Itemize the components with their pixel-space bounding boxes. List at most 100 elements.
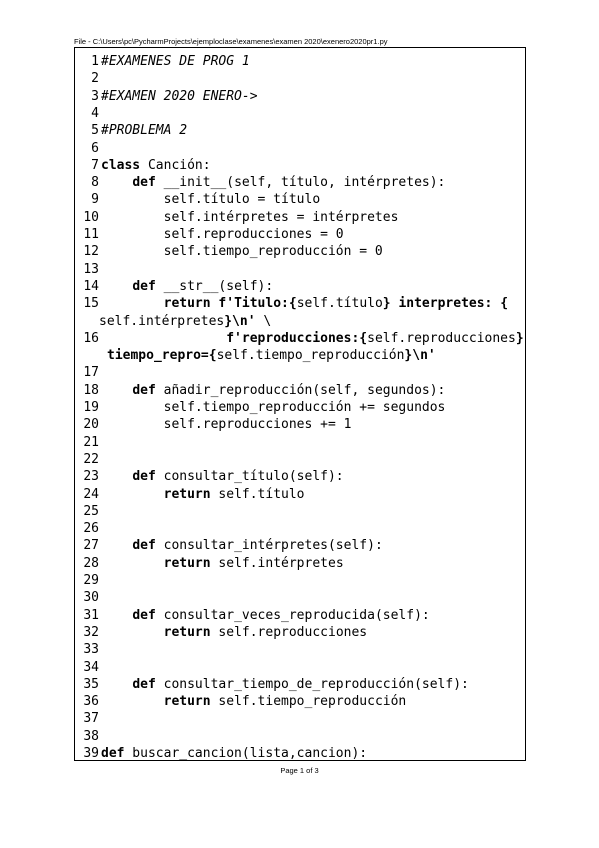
code-line: 1#EXAMENES DE PROG 1 (75, 53, 527, 70)
code-token (101, 677, 132, 692)
code-line: 10 self.intérpretes = intérpretes (75, 209, 527, 226)
code-text: def consultar_veces_reproducida(self): (101, 607, 430, 624)
code-token: self.título (210, 486, 305, 502)
code-token (101, 175, 132, 190)
line-number: 32 (83, 624, 99, 640)
keyword-token: class (101, 157, 141, 173)
line-number: 8 (91, 175, 99, 191)
code-line: 31 def consultar_veces_reproducida(self)… (75, 607, 527, 624)
comment-token: #EXAMEN 2020 ENERO-> (101, 88, 258, 104)
code-token: self.tiempo_reproducción (216, 348, 405, 364)
code-text: self.título = título (101, 191, 321, 208)
code-token: self.título (296, 296, 383, 312)
keyword-token: return (163, 555, 211, 571)
keyword-token: return (163, 624, 211, 640)
code-token: self.tiempo_reproducción = 0 (101, 244, 383, 260)
comment-token: #EXAMENES DE PROG 1 (101, 54, 250, 69)
code-token (101, 608, 132, 623)
code-token: Canción: (140, 157, 211, 173)
code-line: 29 (75, 572, 527, 589)
code-line: 2 (75, 70, 527, 87)
code-token: consultar_veces_reproducida(self): (155, 607, 430, 623)
line-number: 24 (83, 486, 99, 502)
file-path-header: File - C:\Users\pc\PycharmProjects\ejemp… (74, 37, 388, 46)
line-number: 13 (83, 261, 99, 277)
code-line: 26 (75, 520, 527, 537)
code-text: self.reproducciones += 1 (101, 416, 352, 433)
keyword-token: def (101, 746, 125, 761)
code-line: 13 (75, 261, 527, 278)
code-line: 8 def __init__(self, título, intérpretes… (75, 174, 527, 191)
code-text: return self.tiempo_reproducción (101, 693, 407, 710)
code-text: return self.título (101, 486, 305, 503)
code-line: 28 return self.intérpretes (75, 555, 527, 572)
page-footer: Page 1 of 3 (280, 766, 319, 775)
code-line: 37 (75, 710, 527, 727)
line-number: 3 (91, 88, 99, 104)
code-token: self.reproducciones (367, 330, 516, 346)
line-number: 12 (83, 244, 99, 260)
keyword-token: } (515, 330, 524, 346)
code-line: 36 return self.tiempo_reproducción (75, 693, 527, 710)
line-number: 2 (91, 71, 99, 87)
code-line: self.intérpretes}\n' \ (75, 313, 527, 330)
code-line: 27 def consultar_intérpretes(self): (75, 537, 527, 554)
code-line: 4 (75, 105, 527, 122)
keyword-token: } interpretes: { (382, 296, 509, 312)
line-number: 29 (83, 573, 99, 588)
line-number: 4 (91, 105, 99, 121)
keyword-token: def (132, 382, 156, 398)
code-text: return f'Titulo:{self.título} interprete… (101, 295, 508, 312)
keyword-token: return (163, 694, 211, 710)
line-number: 38 (83, 728, 99, 744)
line-number: 34 (83, 659, 99, 675)
line-number: 15 (83, 296, 99, 312)
line-number: 7 (91, 157, 99, 173)
line-number: 11 (83, 227, 99, 242)
keyword-token: def (132, 676, 156, 692)
code-text: self.intérpretes}\n' \ (99, 313, 271, 330)
comment-token: #PROBLEMA 2 (101, 123, 188, 139)
code-token: \ (255, 313, 272, 329)
keyword-token: tiempo_repro={ (107, 348, 217, 364)
line-number: 20 (83, 417, 99, 433)
code-token: self.tiempo_reproducción (210, 694, 407, 710)
line-number: 5 (91, 123, 99, 139)
code-line: 6 (75, 140, 527, 157)
code-token (101, 625, 164, 640)
code-token: self.intérpretes (210, 555, 344, 571)
code-text: def buscar_cancion(lista,cancion): (101, 745, 367, 762)
code-token (101, 296, 164, 311)
code-text: f'reproducciones:{self.reproducciones} (101, 330, 524, 347)
keyword-token: f'Titulo:{ (218, 296, 297, 312)
line-number: 36 (83, 694, 99, 710)
code-line: 30 (75, 589, 527, 606)
line-number: 18 (83, 382, 99, 398)
code-token (101, 694, 164, 709)
code-token: consultar_intérpretes(self): (155, 538, 383, 554)
code-token: añadir_reproducción(self, segundos): (155, 382, 446, 398)
line-number: 22 (83, 451, 99, 467)
line-number: 14 (83, 278, 99, 294)
code-token: __str__(self): (155, 278, 274, 294)
code-token: self.título = título (101, 192, 321, 208)
line-number: 37 (83, 711, 99, 727)
line-number: 16 (83, 330, 99, 346)
line-number: 1 (91, 54, 99, 69)
code-token (101, 538, 132, 553)
code-text: def __str__(self): (101, 278, 273, 295)
code-line: 5#PROBLEMA 2 (75, 122, 527, 139)
line-number: 30 (83, 590, 99, 606)
code-token (101, 469, 132, 484)
code-text: class Canción: (101, 157, 211, 174)
keyword-token: def (132, 278, 156, 294)
code-line: 12 self.tiempo_reproducción = 0 (75, 243, 527, 260)
code-token (101, 556, 164, 571)
code-text: def consultar_título(self): (101, 468, 343, 485)
code-line: 3#EXAMEN 2020 ENERO-> (75, 88, 527, 105)
code-token (101, 487, 164, 502)
code-token: self.tiempo_reproducción += segundos (101, 400, 446, 415)
code-text: #EXAMEN 2020 ENERO-> (101, 88, 258, 105)
code-line: 32 return self.reproducciones (75, 624, 527, 641)
